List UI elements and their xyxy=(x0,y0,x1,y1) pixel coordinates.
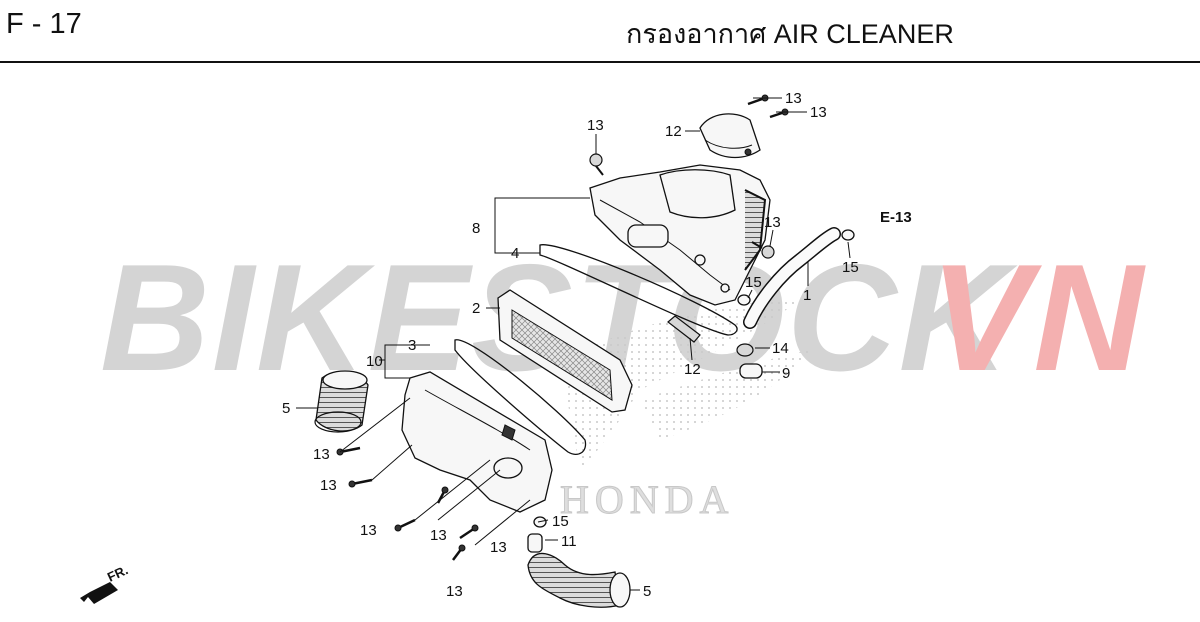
part-gasket-lower xyxy=(454,339,587,455)
screw xyxy=(394,518,416,532)
callout-4: 4 xyxy=(511,245,519,262)
part-intake-duct-lower xyxy=(527,552,631,608)
part-intake-duct-upper xyxy=(314,370,369,433)
part-joint xyxy=(527,533,543,553)
callout-15: 15 xyxy=(552,513,569,530)
callout-labels: 13 13 13 12 8 4 13 15 1 15 E-13 2 12 14 … xyxy=(282,90,912,600)
part-cover xyxy=(699,113,761,159)
callout-9: 11 xyxy=(561,533,577,550)
leader-lines xyxy=(296,97,851,591)
callout-8: 10 xyxy=(366,353,383,370)
callout-2: 2 xyxy=(472,300,480,317)
callout-13: 13 xyxy=(430,527,447,544)
callout-13: 13 xyxy=(785,90,802,107)
callout-13: 13 xyxy=(446,583,463,600)
screw xyxy=(747,94,769,106)
front-direction-indicator: FR. xyxy=(80,562,130,604)
screw xyxy=(459,524,479,540)
callout-13: 13 xyxy=(490,539,507,556)
screw xyxy=(348,478,373,488)
callout-14: 14 xyxy=(772,340,789,357)
callout-12: 13 xyxy=(764,214,781,231)
front-arrow-icon xyxy=(80,582,118,604)
part-drain-tube xyxy=(739,363,763,379)
honda-brand-mark: HONDA xyxy=(560,477,734,522)
callout-7: 9 xyxy=(782,365,790,382)
callout-15: 15 xyxy=(745,274,762,291)
bolt xyxy=(589,153,604,176)
callout-13: 13 xyxy=(360,522,377,539)
callout-11: 12 xyxy=(684,361,701,378)
callout-10: 12 xyxy=(665,123,682,140)
reference-e13: E-13 xyxy=(880,209,912,226)
bolt xyxy=(751,241,775,259)
part-gasket-upper xyxy=(539,244,738,336)
screw xyxy=(452,544,466,561)
screw xyxy=(769,108,789,119)
callout-13: 13 xyxy=(810,104,827,121)
front-label: FR. xyxy=(105,562,130,584)
part-filter-element xyxy=(497,289,633,413)
callout-5: 5 xyxy=(643,583,651,600)
header-rule xyxy=(0,61,1200,63)
watermark: BIKESTOCK VN xyxy=(100,233,1146,403)
part-bracket xyxy=(667,315,701,343)
page-code: F - 17 xyxy=(6,8,82,40)
watermark-text-accent: VN xyxy=(930,233,1146,403)
callout-3: 3 xyxy=(408,337,416,354)
callout-6: 8 xyxy=(472,220,480,237)
callout-12: 13 xyxy=(587,117,604,134)
page-title: กรองอากาศ AIR CLEANER xyxy=(626,19,954,49)
part-upper-case xyxy=(589,164,771,306)
callout-15: 15 xyxy=(842,259,859,276)
part-breather-tube xyxy=(743,227,855,329)
callout-1: 1 xyxy=(803,287,811,304)
callout-5: 5 xyxy=(282,400,290,417)
part-clamp xyxy=(736,343,754,357)
callout-13: 13 xyxy=(320,477,337,494)
part-lower-case xyxy=(401,371,553,513)
callout-13: 13 xyxy=(313,446,330,463)
o-ring xyxy=(737,294,751,306)
